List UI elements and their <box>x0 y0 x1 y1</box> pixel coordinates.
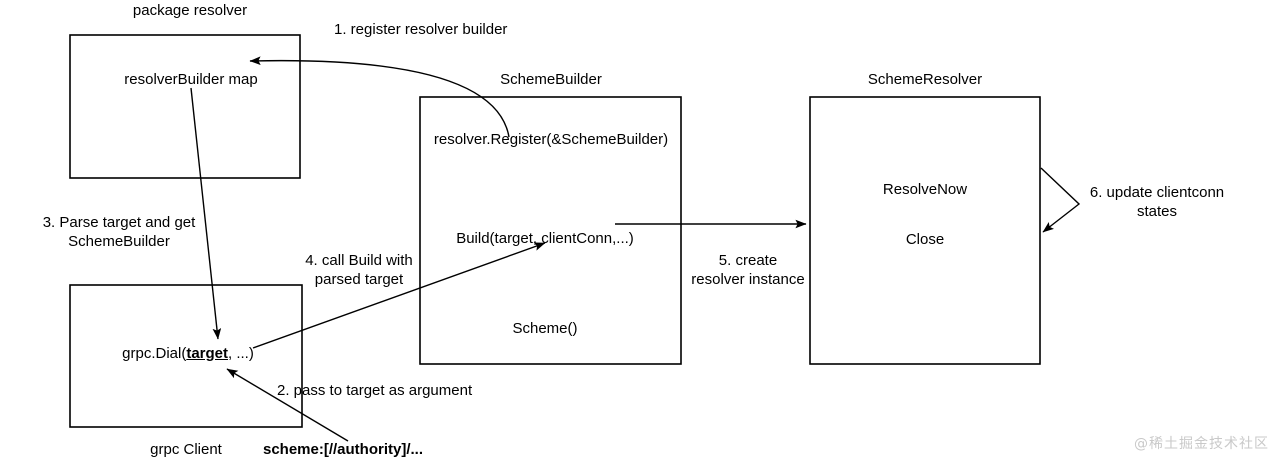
step-4-line-2: parsed target <box>314 271 404 288</box>
arrow-step-6-update-clientconn <box>1040 167 1081 233</box>
step-4-line-1: 4. call Build with <box>305 252 413 269</box>
box-scheme-builder <box>419 96 682 365</box>
step-6-line-2: states <box>1136 203 1178 220</box>
text-resolver-builder-map: resolverBuilder map <box>124 71 258 88</box>
caption-scheme-resolver: SchemeResolver <box>867 71 983 88</box>
step-3-line-2: SchemeBuilder <box>68 233 170 250</box>
step-5-label: 5. create resolver instance <box>691 251 804 289</box>
arrow-step-1-register <box>249 56 510 138</box>
grpc-dial-target: target <box>186 345 229 362</box>
text-resolve-now: ResolveNow <box>882 181 968 198</box>
label-target-string: scheme:[//authority]/... <box>262 441 424 458</box>
step-1-label: 1. register resolver builder <box>334 21 508 38</box>
step-3-line-1: 3. Parse target and get <box>42 214 196 231</box>
grpc-dial-prefix: grpc.Dial( <box>122 345 187 362</box>
step-2-label: 2. pass to target as argument <box>277 382 473 399</box>
step-5-line-2: resolver instance <box>691 271 805 288</box>
arrow-step-3-parse-target <box>190 87 222 340</box>
text-resolver-register: resolver.Register(&SchemeBuilder) <box>433 131 669 148</box>
caption-package-resolver: package resolver <box>132 2 248 19</box>
caption-scheme-builder: SchemeBuilder <box>500 71 602 88</box>
arrow-step-4-call-build <box>252 242 546 349</box>
caption-grpc-client: grpc Client <box>150 441 222 458</box>
text-build-method: Build(target, clientConn,...) <box>456 230 634 247</box>
step-6-line-1: 6. update clientconn <box>1089 184 1225 201</box>
grpc-dial-suffix: , ...) <box>228 345 254 362</box>
box-resolver-builder-map <box>69 34 301 179</box>
text-scheme-method: Scheme() <box>512 320 578 337</box>
text-close: Close <box>905 231 945 248</box>
watermark: @稀土掘金技术社区 <box>1134 436 1269 452</box>
step-6-label: 6. update clientconn states <box>1090 183 1224 221</box>
text-grpc-dial: grpc.Dial(target, ...) <box>122 344 254 363</box>
step-5-line-1: 5. create <box>718 252 778 269</box>
box-scheme-resolver <box>809 96 1041 365</box>
step-4-label: 4. call Build with parsed target <box>305 251 413 289</box>
arrow-step-2-pass-target <box>226 368 349 442</box>
box-grpc-client <box>69 284 303 428</box>
